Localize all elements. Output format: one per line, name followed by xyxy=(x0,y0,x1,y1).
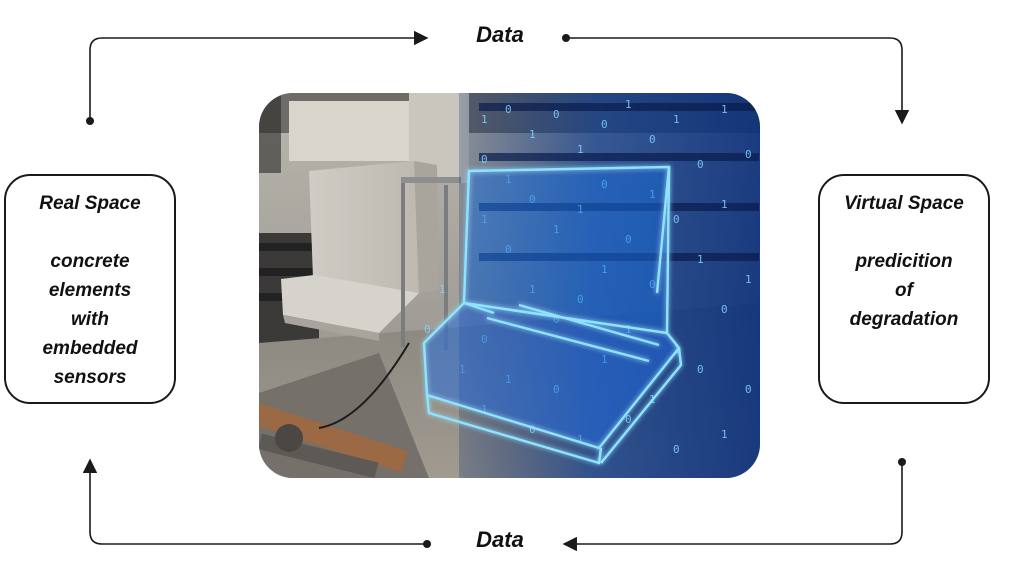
svg-text:0: 0 xyxy=(649,133,656,146)
svg-text:1: 1 xyxy=(481,113,488,126)
svg-text:0: 0 xyxy=(697,363,704,376)
svg-text:1: 1 xyxy=(673,113,680,126)
svg-text:0: 0 xyxy=(529,423,536,436)
real-space-line: with xyxy=(71,309,109,330)
real-space-description: concrete elements with embedded sensors xyxy=(6,247,174,392)
svg-text:1: 1 xyxy=(577,143,584,156)
svg-text:0: 0 xyxy=(673,213,680,226)
real-space-line: sensors xyxy=(53,367,127,388)
real-space-line: embedded xyxy=(42,338,138,359)
real-space-box: Real Space concrete elements with embedd… xyxy=(4,174,176,404)
arrow-virtual-to-data-bottom xyxy=(562,458,906,552)
svg-text:0: 0 xyxy=(553,108,560,121)
real-space-title: Real Space xyxy=(39,193,141,214)
virtual-space-line: predicition xyxy=(855,251,953,272)
svg-text:1: 1 xyxy=(697,253,704,266)
svg-text:0: 0 xyxy=(721,303,728,316)
svg-text:0: 0 xyxy=(625,413,632,426)
virtual-space-title: Virtual Space xyxy=(844,193,964,214)
arrow-data-top-to-virtual xyxy=(562,34,910,125)
arrow-data-bottom-to-real xyxy=(82,458,431,548)
svg-text:1: 1 xyxy=(721,428,728,441)
real-space-line: concrete xyxy=(50,251,130,272)
svg-text:0: 0 xyxy=(745,148,752,161)
svg-text:0: 0 xyxy=(505,103,512,116)
svg-text:1: 1 xyxy=(721,198,728,211)
data-flow-label-top: Data xyxy=(476,22,524,47)
svg-text:1: 1 xyxy=(625,98,632,111)
svg-text:0: 0 xyxy=(601,118,608,131)
svg-text:1: 1 xyxy=(745,273,752,286)
svg-text:0: 0 xyxy=(424,323,431,336)
svg-text:1: 1 xyxy=(529,128,536,141)
virtual-space-description: predicition of degradation xyxy=(820,247,988,334)
svg-text:0: 0 xyxy=(673,443,680,456)
hologram-wireframe xyxy=(422,165,683,465)
svg-text:0: 0 xyxy=(697,158,704,171)
svg-text:1: 1 xyxy=(439,283,446,296)
arrow-real-to-data-top xyxy=(86,30,429,125)
virtual-space-box: Virtual Space predicition of degradation xyxy=(818,174,990,404)
real-space-line: elements xyxy=(48,280,132,301)
data-flow-label-bottom: Data xyxy=(476,527,524,552)
svg-text:0: 0 xyxy=(745,383,752,396)
svg-text:0: 0 xyxy=(481,153,488,166)
virtual-space-line: degradation xyxy=(849,309,959,330)
svg-text:1: 1 xyxy=(721,103,728,116)
virtual-space-line: of xyxy=(895,280,913,301)
